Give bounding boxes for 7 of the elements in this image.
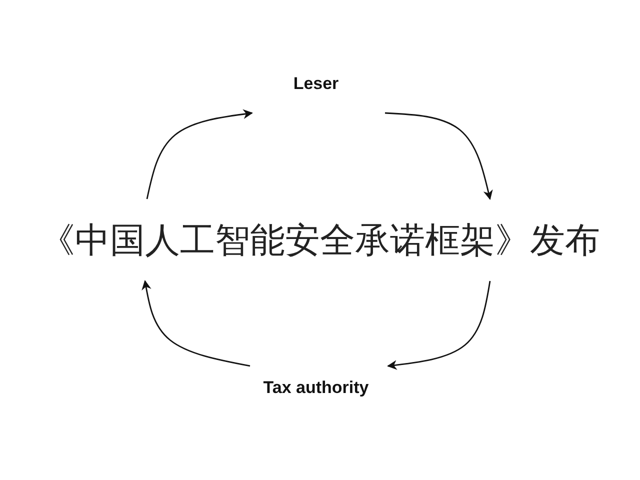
node-label: Tax authority — [263, 378, 369, 398]
arrow — [142, 280, 250, 367]
headline-text: 《中国人工智能安全承诺框架》发布 — [40, 220, 600, 262]
arrow — [146, 109, 253, 200]
arrow — [384, 112, 493, 200]
arrow — [387, 280, 491, 370]
node-label: Leser — [293, 74, 339, 94]
